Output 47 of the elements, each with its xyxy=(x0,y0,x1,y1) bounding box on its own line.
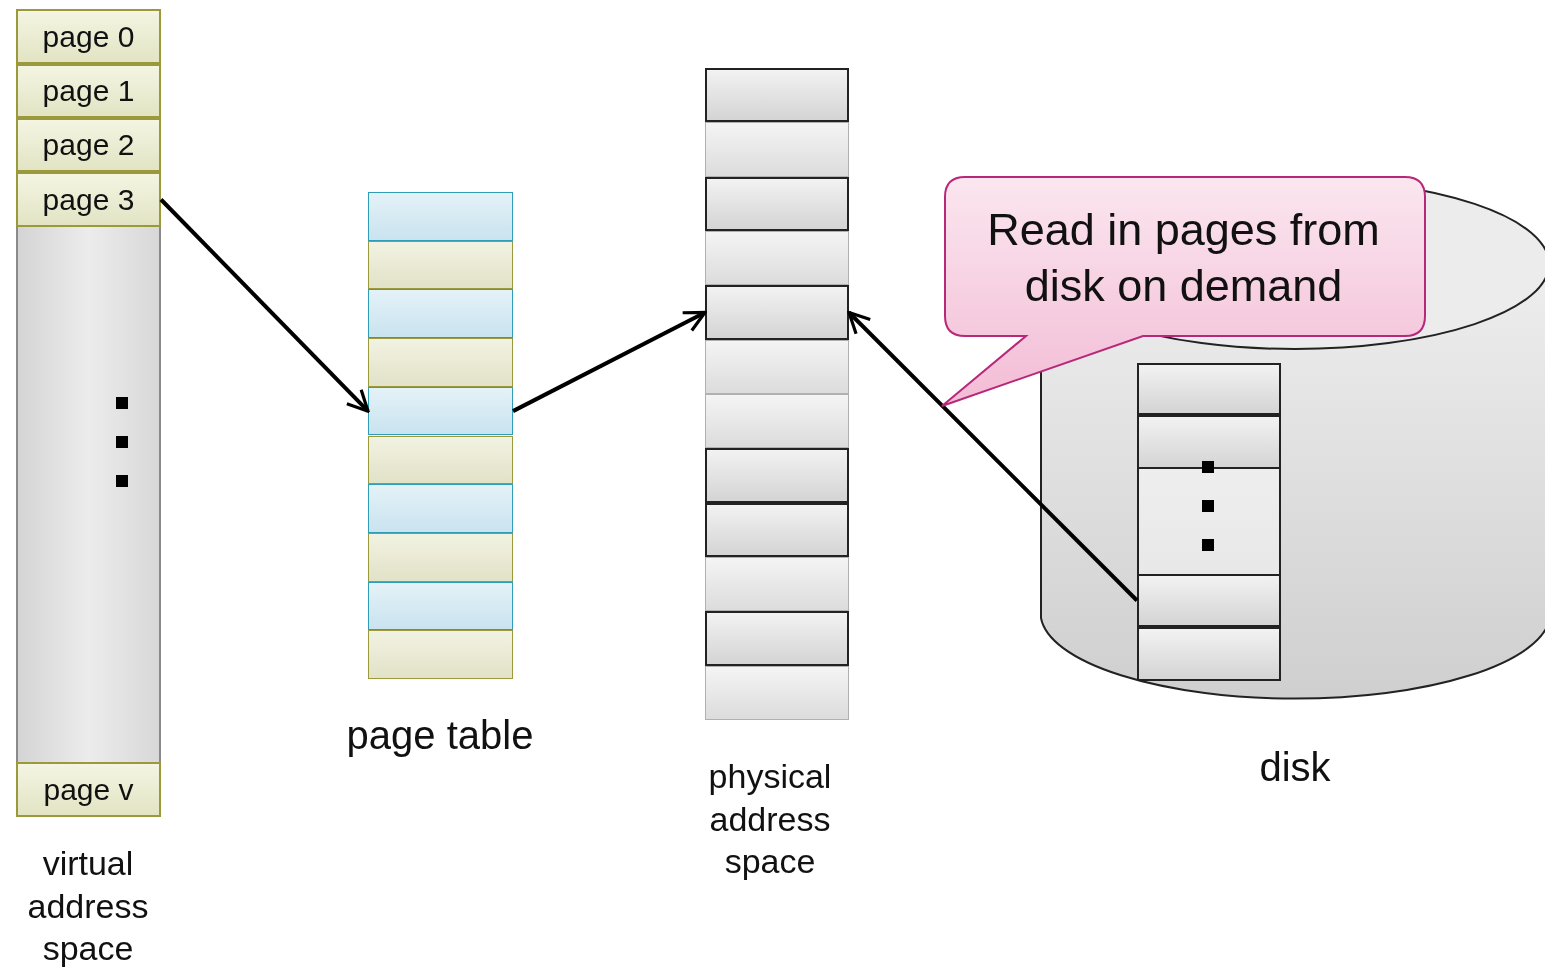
page-block xyxy=(16,172,161,227)
disk-block xyxy=(1137,627,1281,681)
page-block xyxy=(16,118,161,172)
page-table-entry xyxy=(368,240,513,290)
memory-frame xyxy=(705,285,849,340)
arrow xyxy=(159,198,370,413)
caption-label: virtual address space xyxy=(26,843,150,969)
page-table-entry xyxy=(368,630,513,679)
caption-label: disk xyxy=(1258,744,1332,791)
caption-label: page table xyxy=(345,712,535,759)
memory-frame xyxy=(705,393,849,449)
page-label: page v xyxy=(43,772,134,807)
address-space-column xyxy=(16,9,161,817)
page-label: page 1 xyxy=(42,74,135,108)
memory-frame xyxy=(705,122,849,177)
page-table-entry xyxy=(368,435,513,485)
page-table-entry xyxy=(368,192,513,241)
memory-frame xyxy=(705,502,849,557)
page-table-entry xyxy=(368,484,513,533)
page-block xyxy=(16,9,161,64)
disk-block-column xyxy=(1137,363,1281,681)
memory-frame xyxy=(705,339,849,394)
disk-block xyxy=(1137,574,1281,627)
memory-frame xyxy=(705,231,849,286)
disk-block xyxy=(1137,415,1281,469)
callout-text: Read in pages from disk on demand xyxy=(986,203,1381,313)
page-table-entry xyxy=(368,289,513,339)
page-block xyxy=(16,64,161,118)
memory-frame xyxy=(705,611,849,666)
memory-frame xyxy=(705,556,849,612)
memory-frame xyxy=(705,176,849,231)
page-block xyxy=(16,762,161,817)
memory-frame xyxy=(705,68,849,123)
page-label: page 0 xyxy=(42,19,135,54)
page-label: page 3 xyxy=(42,182,135,217)
page-table-entry xyxy=(368,386,513,436)
page-label: page 2 xyxy=(42,128,135,162)
arrow xyxy=(512,310,707,413)
page-table-entry xyxy=(368,581,513,631)
arrow xyxy=(847,310,1139,602)
page-table-entry xyxy=(368,532,513,582)
page-table-column xyxy=(368,192,513,679)
memory-frame xyxy=(705,665,849,720)
memory-frame xyxy=(705,448,849,503)
caption-label: physical address space xyxy=(707,756,833,882)
page-table-entry xyxy=(368,338,513,387)
physical-memory-column xyxy=(705,68,849,720)
